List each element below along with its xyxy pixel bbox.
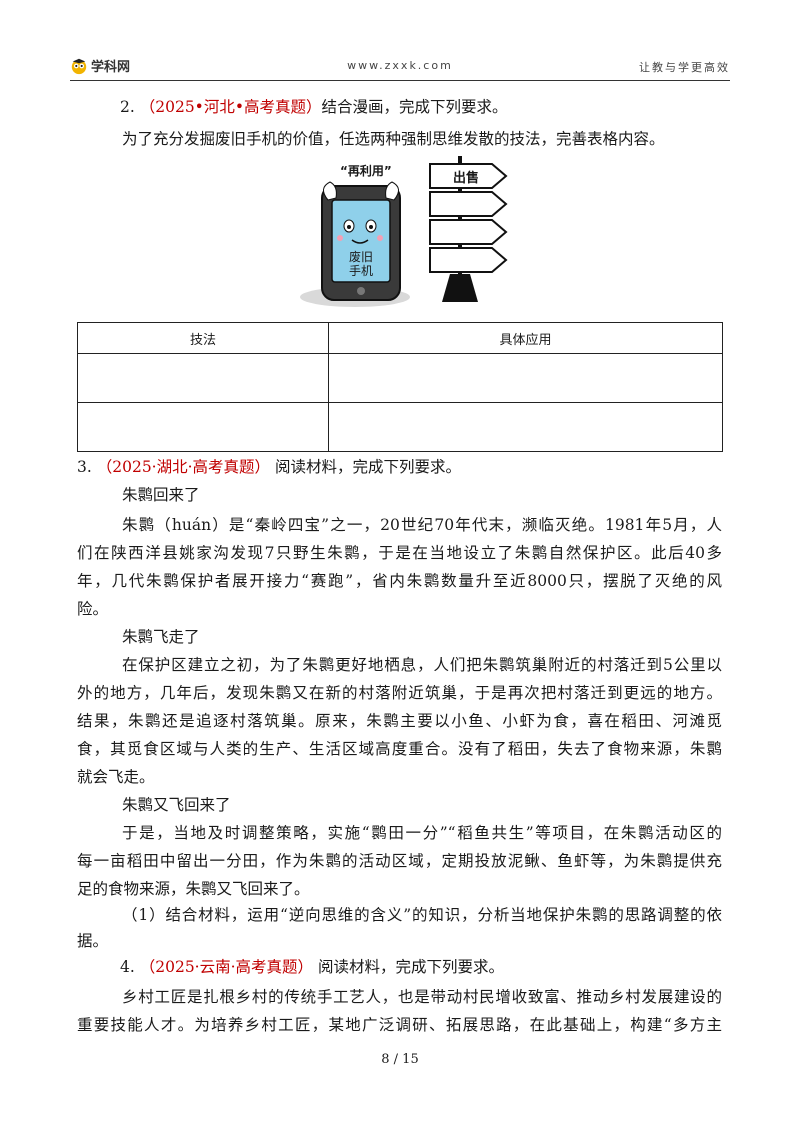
q3-subheading-3: 朱鹮又飞回来了 <box>122 796 231 814</box>
phone-label: 废旧 手机 <box>348 250 374 278</box>
cartoon-caption: “再利用” <box>340 164 392 178</box>
q3-p2-line: 外的地方，几年后，发现朱鹮又在新的村落附近筑巢，于是再次把村落迁到更远的地方。 <box>77 684 722 702</box>
q3-subheading-1: 朱鹮回来了 <box>122 486 200 504</box>
q4-prompt: 阅读材料，完成下列要求。 <box>317 958 504 976</box>
page-header: 学科网 www.zxxk.com 让教与学更高效 <box>70 56 730 81</box>
q4-heading: 4. （2025·云南·高考真题） 阅读材料，完成下列要求。 <box>120 956 504 978</box>
header-technique: 技法 <box>77 322 329 354</box>
q3-p2-line: 结果，朱鹮还是追逐村落筑巢。原来，朱鹮主要以小鱼、小虾为食，喜在稻田、河滩觅 <box>77 712 722 730</box>
owl-logo-icon <box>71 58 87 74</box>
brand-logo: 学科网 <box>70 56 130 75</box>
sign-label: 出售 <box>453 171 480 186</box>
q3-p3-line: 足的食物来源，朱鹮又飞回来了。 <box>77 880 310 898</box>
table-header-row: 技法 具体应用 <box>77 322 723 354</box>
table-row <box>77 402 723 452</box>
q2-number: 2. <box>120 98 135 116</box>
q3-subheading-2: 朱鹮飞走了 <box>122 628 200 646</box>
q4-p1-line: 乡村工匠是扎根乡村的传统手工艺人，也是带动村民增收致富、推动乡村发展建设的 <box>122 988 722 1006</box>
header-application: 具体应用 <box>328 322 723 354</box>
q4-number: 4. <box>120 958 135 976</box>
q4-p1-line: 重要技能人才。为培养乡村工匠，某地广泛调研、拓展思路，在此基础上，构建“多方主 <box>77 1016 722 1034</box>
answer-cell[interactable] <box>77 402 329 452</box>
q2-source: （2025•河北•高考真题） <box>139 98 322 116</box>
answer-cell[interactable] <box>328 402 723 452</box>
page-number: 8 / 15 <box>381 1052 419 1067</box>
q4-source: （2025·云南·高考真题） <box>139 958 314 976</box>
technique-table: 技法 具体应用 <box>77 322 723 452</box>
q3-p1-line: 年，几代朱鹮保护者展开接力“赛跑”，省内朱鹮数量升至近8000只，摆脱了灭绝的风 <box>77 572 722 590</box>
q3-p3-line: 于是，当地及时调整策略，实施“鹮田一分”“稻鱼共生”等项目，在朱鹮活动区的 <box>122 824 722 842</box>
q3-p2-line: 在保护区建立之初，为了朱鹮更好地栖息，人们把朱鹮筑巢附近的村落迁到5公里以 <box>122 656 722 674</box>
q2-instruction: 为了充分发掘废旧手机的价值，任选两种强制思维发散的技法，完善表格内容。 <box>122 130 665 148</box>
q2-prompt: 结合漫画，完成下列要求。 <box>321 98 508 116</box>
q3-p3-line: 每一亩稻田中留出一分田，作为朱鹮的活动区域，定期投放泥鳅、鱼虾等，为朱鹮提供充 <box>77 852 722 870</box>
cartoon-drawing <box>300 156 508 307</box>
q2-heading: 2. （2025•河北•高考真题）结合漫画，完成下列要求。 <box>120 96 507 118</box>
q3-p1-line: 们在陕西洋县姚家沟发现7只野生朱鹮，于是在当地设立了朱鹮自然保护区。此后40多 <box>77 544 722 562</box>
phone-label-line1: 废旧 <box>348 250 373 264</box>
q3-subquestion-1: （1）结合材料，运用“逆向思维的含义”的知识，分析当地保护朱鹮的思路调整的依 <box>122 906 722 924</box>
phone-label-line2: 手机 <box>348 264 373 278</box>
logo-text: 学科网 <box>91 60 131 75</box>
q3-prompt: 阅读材料，完成下列要求。 <box>274 458 461 476</box>
q3-p2-line: 就会飞走。 <box>77 768 155 786</box>
q3-source: （2025·湖北·高考真题） <box>96 458 271 476</box>
q3-subquestion-1-cont: 据。 <box>77 932 109 950</box>
answer-cell[interactable] <box>328 353 723 403</box>
q3-p1-line: 朱鹮（huán）是“秦岭四宝”之一，20世纪70年代末，濒临灭绝。1981年5月… <box>122 516 722 534</box>
q3-number: 3. <box>77 458 92 476</box>
table-row <box>77 353 723 403</box>
q3-heading: 3. （2025·湖北·高考真题） 阅读材料，完成下列要求。 <box>77 456 461 478</box>
q3-p2-line: 食，其觅食区域与人类的生产、生活区域高度重合。没有了稻田，失去了食物来源，朱鹮 <box>77 740 722 758</box>
q3-p1-line: 险。 <box>77 600 109 618</box>
recycled-phone-cartoon: “再利用” 出售 废旧 手机 <box>300 152 520 312</box>
site-url: www.zxxk.com <box>347 59 453 72</box>
answer-cell[interactable] <box>77 353 329 403</box>
header-slogan: 让教与学更高效 <box>639 61 730 74</box>
